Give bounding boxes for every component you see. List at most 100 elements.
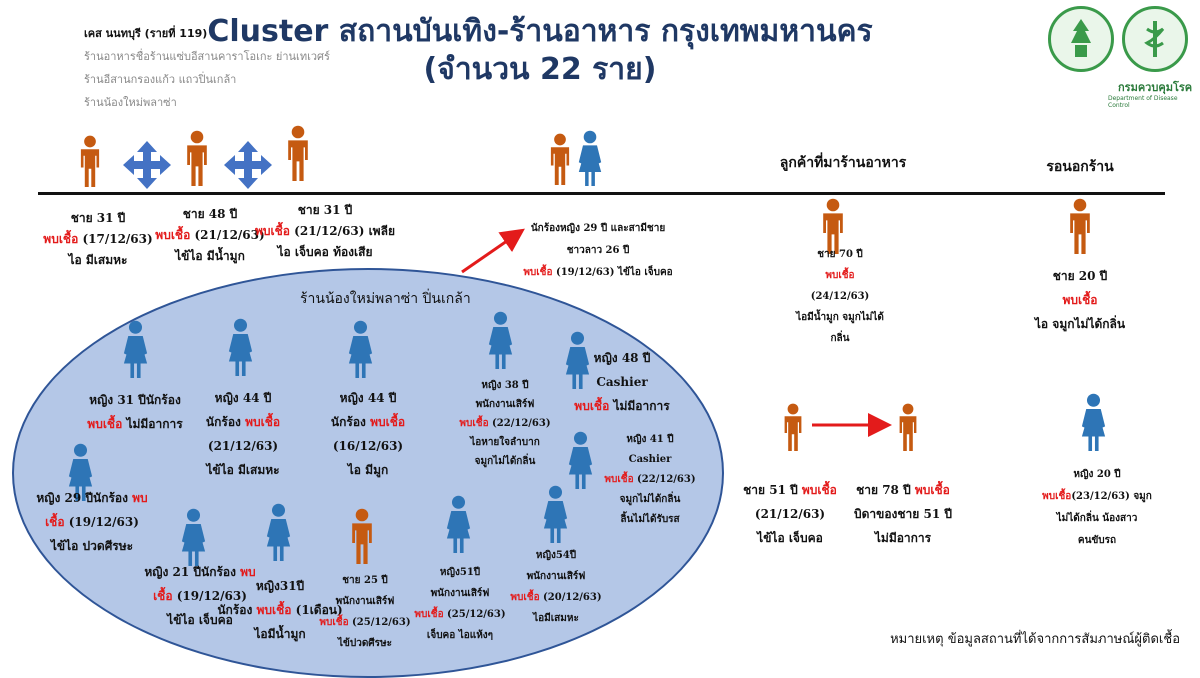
positive-label: พบเชื้อ: [155, 228, 191, 242]
positive-label: พบเชื้อ: [914, 483, 950, 497]
case-text: หญิง 38 ปี: [481, 380, 529, 391]
case-text: (19/12/63): [172, 589, 247, 603]
case-line: ไข้ไอ มีเสมหะ: [206, 458, 280, 482]
case-text: (17/12/63): [78, 232, 153, 246]
case-line: เจ็บคอ ไอแห้งๆ: [414, 625, 505, 646]
case-e9: หญิง31ปีนักร้อง พบเชื้อ (1เดือน)ไอมีน้ำม…: [217, 574, 342, 646]
case-line: ลิ้นไม่ได้รับรส: [604, 510, 695, 530]
female-person-icon: [576, 130, 604, 190]
case-text: นักร้อง: [330, 415, 371, 429]
case-text: บิดาของชาย 51 ปี: [853, 507, 953, 521]
timeline-line: [38, 192, 1165, 195]
case-line: พบเชื้อ (20/12/63): [510, 587, 601, 608]
case-e8: หญิง 21 ปีนักร้อง พบเชื้อ (19/12/63)ไข้ไ…: [144, 560, 255, 632]
case-line: พบเชื้อ ไม่มีอาการ: [574, 394, 669, 418]
positive-label: พบเชื้อ: [510, 592, 540, 603]
case-line: ชาย 51 ปี พบเชื้อ: [743, 478, 837, 502]
case-line: ชาย 70 ปี: [796, 244, 884, 265]
case-text: หญิง 44 ปี: [339, 391, 397, 405]
positive-label: พบ: [240, 565, 256, 579]
four-way-arrow-icon: [224, 141, 272, 189]
case-text: (21/12/63) เพลีย: [290, 224, 395, 238]
case-line: หญิง 20 ปี: [1042, 464, 1152, 486]
case-text: ไข้ไอ มีน้ำมูก: [175, 249, 245, 263]
case-text: (23/12/63) จมูก: [1071, 491, 1152, 502]
case-c2: ชาย 48 ปีพบเชื้อ (21/12/63) ไข้ไอ มีน้ำมู…: [155, 204, 264, 267]
female-person-icon: [264, 503, 293, 565]
case-line: ไอมีน้ำมูก: [217, 622, 342, 646]
case-line: ไอมีเสมหะ: [510, 608, 601, 629]
footnote: หมายเหตุ ข้อมูลสถานที่ได้จากการสัมภาษณ์ผ…: [890, 632, 1180, 647]
case-c5: ชาย 70 ปีพบเชื้อ(24/12/63)ไอมีน้ำมูก จมู…: [796, 244, 884, 349]
male-person-icon: [1066, 198, 1094, 258]
case-e4: หญิง 38 ปีพนักงานเสิร์ฟพบเชื้อ (22/12/63…: [459, 376, 550, 471]
case-text: (22/12/63): [488, 418, 551, 429]
case-text: พนักงานเสิร์ฟ: [475, 399, 535, 410]
case-e1: หญิง 31 ปีนักร้องพบเชื้อ ไม่มีอาการ: [87, 388, 182, 436]
spread-arrow: [461, 228, 525, 274]
case-text: Cashier: [596, 375, 648, 389]
case-line: ชาย 25 ปี: [319, 570, 410, 591]
case-line: หญิง54ปี: [510, 545, 601, 566]
case-text: ชาย 70 ปี: [817, 249, 863, 260]
case-text: หญิง 31 ปีนักร้อง: [89, 393, 181, 407]
case-text: ไม่มีอาการ: [874, 531, 932, 545]
case-text: ไอมีน้ำมูก: [254, 627, 306, 641]
case-line: (24/12/63): [796, 286, 884, 307]
case-text: หญิง 20 ปี: [1073, 469, 1121, 480]
case-line: จมูกไม่ได้กลิ่น: [459, 452, 550, 471]
case-text: ไข้ไอ ปวดศีรษะ: [50, 539, 134, 553]
case-e7: หญิง 29 ปีนักร้อง พบเชื้อ (19/12/63)ไข้ไ…: [36, 486, 147, 558]
female-person-icon: [563, 331, 592, 393]
case-line: หญิง 48 ปี: [574, 346, 669, 370]
case-e3: หญิง 44 ปีนักร้อง พบเชื้อ (16/12/63) ไอ มี…: [331, 386, 405, 482]
positive-label: พบเชื้อ: [319, 617, 349, 628]
case-line: ไข้ไอ เจ็บคอ: [743, 526, 837, 550]
positive-label: พบเชื้อ: [1062, 293, 1098, 307]
case-r1: ชาย 51 ปี พบเชื้อ(21/12/63)ไข้ไอ เจ็บคอ: [743, 478, 837, 550]
case-text: หญิง51ปี: [439, 567, 481, 578]
case-text: (16/12/63): [332, 439, 404, 453]
case-line: ไข้ไอ ปวดศีรษะ: [36, 534, 147, 558]
case-line: Cashier: [604, 450, 695, 470]
bma-logo: [1048, 6, 1114, 72]
male-person-icon: [547, 133, 573, 189]
case-text: (22/12/63): [633, 474, 696, 485]
case-text: หญิง54ปี: [535, 550, 577, 561]
case-e10: ชาย 25 ปีพนักงานเสิร์ฟพบเชื้อ (25/12/63)…: [319, 570, 410, 654]
case-e6: หญิง 41 ปี Cashier พบเชื้อ (22/12/63) จมูกไ…: [604, 430, 695, 530]
positive-label: พบเชื้อ: [370, 415, 406, 429]
case-text: (1เดือน): [291, 603, 343, 617]
case-line: จมูกไม่ได้กลิ่น: [604, 490, 695, 510]
case-line: หญิง31ปี: [217, 574, 342, 598]
case-line: ไอ มีมูก: [331, 458, 405, 482]
case-text: หญิง 21 ปีนักร้อง: [144, 565, 241, 579]
case-text: ลิ้นไม่ได้รับรส: [620, 514, 680, 525]
case-text: ไม่มีอาการ: [122, 417, 183, 431]
case-line: พบเชื้อ (22/12/63): [459, 414, 550, 433]
case-text: หญิง 41 ปี: [626, 434, 674, 445]
case-line: หญิง 31 ปีนักร้อง: [87, 388, 182, 412]
case-text: หญิง 48 ปี: [593, 351, 651, 365]
female-person-icon: [179, 508, 208, 570]
case-text: นักร้อง: [217, 603, 257, 617]
case-line: ไม่ได้กลิ่น น้องสาว: [1042, 508, 1152, 530]
positive-label: พบ: [132, 491, 148, 505]
case-text: นักร้อง: [205, 415, 246, 429]
male-person-icon: [183, 130, 211, 190]
case-text: ไอ มีเสมหะ: [68, 253, 128, 267]
department-name: กรมควบคุมโรค: [1118, 81, 1193, 94]
case-line: พบเชื้อ (21/12/63): [155, 225, 264, 246]
case-line: ชาย 31 ปี: [255, 200, 395, 221]
positive-label: พบเชื้อ: [604, 474, 634, 485]
case-line: ไข้ปวดศีรษะ: [319, 633, 410, 654]
case-line: ชาย 48 ปี: [155, 204, 264, 225]
case-line: พนักงานเสิร์ฟ: [414, 583, 505, 604]
female-person-icon: [1079, 393, 1108, 455]
case-line: นักร้องหญิง 29 ปี และสามีชาย: [523, 218, 672, 240]
case-line: ไอหายใจลำบาก: [459, 433, 550, 452]
case-line: ไอ มีเสมหะ: [43, 250, 152, 271]
case-text: ไม่มีอาการ: [609, 399, 670, 413]
case-text: (24/12/63): [810, 291, 870, 302]
positive-label: พบเชื้อ: [245, 415, 281, 429]
